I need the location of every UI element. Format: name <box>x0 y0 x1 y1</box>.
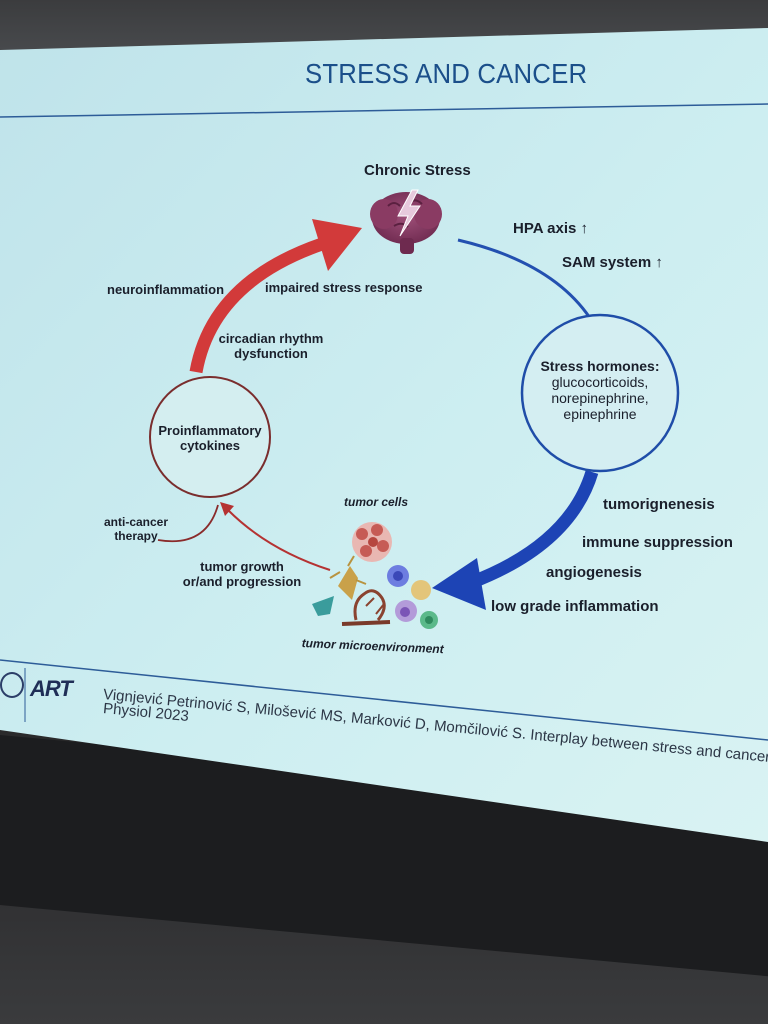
arc-hpa-sam <box>457 238 592 319</box>
effect-low-grade-inflammation: low grade inflammation <box>491 598 659 615</box>
cytokine-node <box>149 376 271 498</box>
title-underline <box>0 103 768 118</box>
arrow-hormones-to-tumor-head <box>432 558 486 610</box>
art-logo: ART <box>30 676 73 701</box>
effect-immune-suppression: immune suppression <box>582 534 733 551</box>
blood-vessel-icon <box>341 589 391 626</box>
tumor-microenvironment-icon <box>312 555 438 629</box>
therapy-curve <box>157 504 219 543</box>
anti-cancer-therapy-label: anti-cancer therapy <box>103 515 169 543</box>
arrow-hormones-to-tumor <box>467 470 599 590</box>
effect-angiogenesis: angiogenesis <box>546 564 642 581</box>
neuroinflammation-label: neuroinflammation <box>107 282 225 297</box>
tumor-cells-label: tumor cells <box>344 495 409 509</box>
up-arrow-icon: ↑ <box>655 254 663 271</box>
arrow-cytokines-to-brain <box>189 237 325 374</box>
circadian-rhythm-label: circadian rhythm dysfunction <box>218 331 324 361</box>
up-arrow-icon: ↑ <box>580 220 589 237</box>
tumor-cells-icon <box>352 522 392 562</box>
arrow-cytokines-to-brain-head <box>312 219 362 271</box>
arrow-tumor-to-cytokines <box>227 509 331 571</box>
hormone-node <box>520 313 680 473</box>
tumor-growth-label: tumor growth or/and progression <box>182 559 302 589</box>
effect-tumorigenesis: tumorignenesis <box>603 496 715 513</box>
university-seal-icon <box>0 672 24 698</box>
arrow-tumor-to-cytokines-head <box>220 502 234 516</box>
brain-lightning-icon <box>370 189 442 254</box>
hormone-node-text: Stress hormones: glucocorticoids, norepi… <box>540 358 660 423</box>
slide-title: STRESS AND CANCER <box>305 58 588 89</box>
hpa-axis-label: HPA axis ↑ <box>513 220 589 237</box>
cytokine-node-text: Proinflammatory cytokines <box>158 423 262 453</box>
chronic-stress-label: Chronic Stress <box>364 162 471 179</box>
sam-system-label: SAM system ↑ <box>562 254 663 271</box>
footer-divider <box>0 659 768 741</box>
slide-background <box>0 28 768 842</box>
impaired-stress-response-label: impaired stress response <box>265 280 423 295</box>
